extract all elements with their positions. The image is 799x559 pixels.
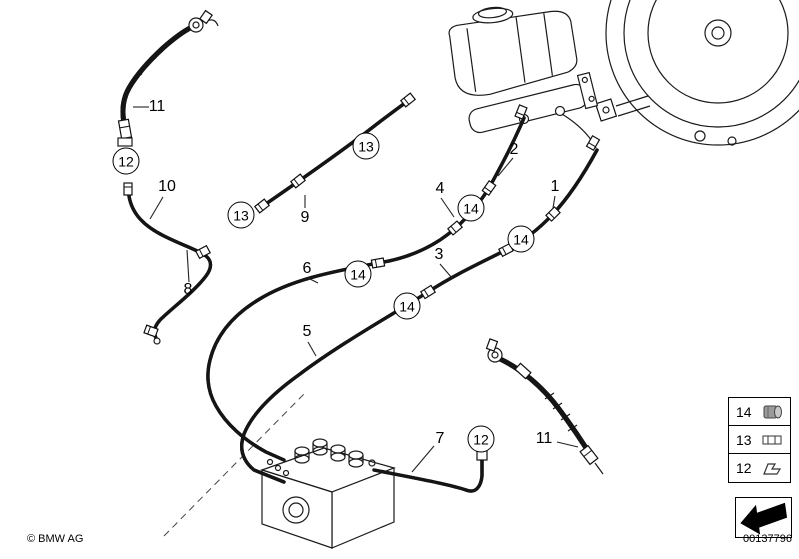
brake-hoses [123, 17, 604, 475]
union-nut-icon [760, 402, 786, 422]
pipe-connector-icon [760, 432, 786, 448]
legend-row-14[interactable]: 14 [729, 398, 790, 426]
callout-2-pipe[interactable]: 2 [509, 141, 519, 158]
callout-4-pipe[interactable]: 4 [435, 180, 445, 197]
callout-circled-13-b[interactable]: 13 [352, 132, 380, 160]
abs-solenoids [294, 438, 364, 468]
callout-circled-12-a[interactable]: 12 [112, 147, 140, 175]
legend-label-12: 12 [736, 460, 752, 476]
callout-1-pipe[interactable]: 1 [550, 178, 560, 195]
callout-circled-13-a[interactable]: 13 [227, 201, 255, 229]
callout-circled-14-c[interactable]: 14 [344, 260, 372, 288]
dashed-reference-line [163, 393, 305, 537]
brake-booster [594, 0, 799, 146]
document-number: 00137796 [743, 533, 792, 545]
abs-pump-motor [282, 496, 310, 524]
callout-circled-14-d[interactable]: 14 [393, 292, 421, 320]
banjo-fitting-front [188, 17, 204, 33]
callout-3-pipe[interactable]: 3 [434, 246, 444, 263]
callout-10-pipe[interactable]: 10 [158, 178, 176, 195]
legend-label-13: 13 [736, 431, 752, 448]
legend-row-13[interactable]: 13 [729, 426, 790, 454]
callout-circled-12-b[interactable]: 12 [467, 425, 495, 453]
copyright-text: © BMW AG [27, 533, 84, 545]
callout-5-pipe[interactable]: 5 [302, 323, 312, 340]
callout-11-rear-hose[interactable]: 11 [535, 430, 553, 447]
hose-bracket-front [117, 137, 133, 147]
fluid-reservoir [448, 6, 578, 96]
legend-row-12[interactable]: 12 [729, 454, 790, 482]
callout-6-pipe[interactable]: 6 [302, 260, 312, 277]
legend-box: 14 13 12 [728, 397, 791, 483]
callout-7-pipe[interactable]: 7 [435, 430, 445, 447]
callout-8-pipe[interactable]: 8 [183, 281, 193, 298]
legend-label-14: 14 [736, 403, 752, 420]
callout-circled-14-b[interactable]: 14 [507, 225, 535, 253]
callout-11-front-hose[interactable]: 11 [148, 98, 166, 115]
driving-direction-arrow-icon [739, 502, 787, 535]
direction-arrow-box [735, 497, 792, 538]
callout-9-pipe[interactable]: 9 [300, 209, 310, 226]
abs-hydro-unit [260, 438, 396, 549]
clip-bracket-icon [760, 459, 786, 477]
callout-leader-lines [133, 106, 579, 473]
callout-circled-14-a[interactable]: 14 [457, 194, 485, 222]
